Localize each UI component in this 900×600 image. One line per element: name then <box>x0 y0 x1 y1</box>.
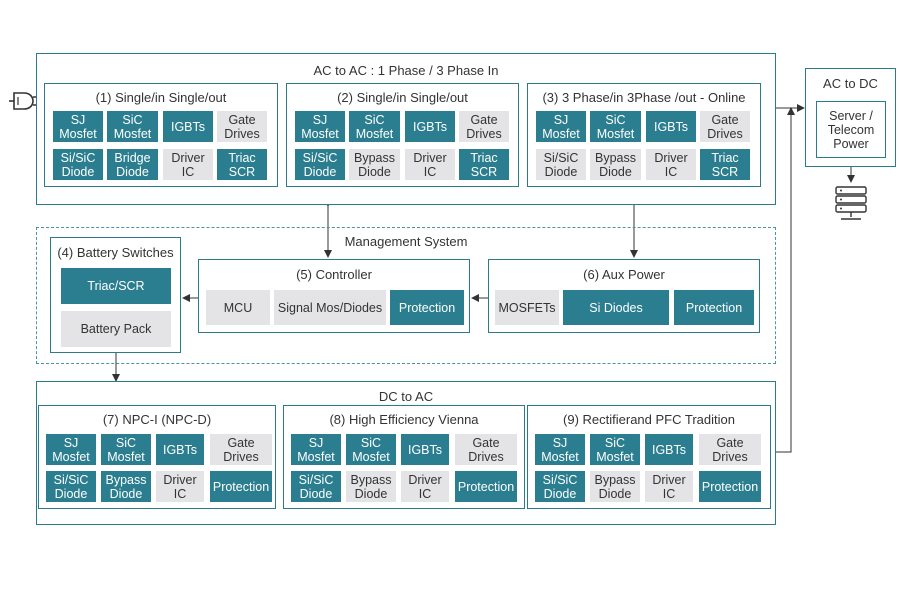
bypass-diode-chip: Bypass Diode <box>590 149 641 180</box>
bypass-diode-chip: Bypass Diode <box>590 471 640 502</box>
group-3: (3) 3 Phase/in 3Phase /out - Online SJ Mo… <box>527 83 761 187</box>
ac-to-dc-title: AC to DC <box>823 76 878 91</box>
si-diodes-chip: Si Diodes <box>563 290 669 325</box>
controller-group: (5) Controller MCU Signal Mos/Diodes Pro… <box>198 259 470 333</box>
si-sic-diode-chip: Si/SiC Diode <box>535 471 585 502</box>
management-system-section: Management System <box>36 227 776 364</box>
driver-ic-chip: Driver IC <box>405 149 455 180</box>
igbts-chip: IGBTs <box>156 434 204 465</box>
sj-mosfet-chip: SJ Mosfet <box>53 111 103 142</box>
bridge-diode-chip: Bridge Diode <box>107 149 158 180</box>
triac-scr-chip: Triac SCR <box>217 149 267 180</box>
aux-power-title: (6) Aux Power <box>583 267 665 282</box>
igbts-chip: IGBTs <box>405 111 455 142</box>
group-title: (7) NPC-I (NPC-D) <box>102 412 212 427</box>
group-title: (8) High Efficiency Vienna <box>329 412 479 427</box>
battery-pack-chip: Battery Pack <box>61 311 171 347</box>
controller-title: (5) Controller <box>296 267 372 282</box>
bypass-diode-chip: Bypass Diode <box>349 149 400 180</box>
sj-mosfet-chip: SJ Mosfet <box>536 111 586 142</box>
si-sic-diode-chip: Si/SiC Diode <box>295 149 345 180</box>
dc-to-ac-title: DC to AC <box>378 389 434 404</box>
triac-scr-chip: Triac SCR <box>700 149 750 180</box>
gate-drives-chip: Gate Drives <box>217 111 267 142</box>
igbts-chip: IGBTs <box>163 111 213 142</box>
si-sic-diode-chip: Si/SiC Diode <box>536 149 586 180</box>
triac-scr-chip: Triac/SCR <box>61 268 171 304</box>
battery-switches-group: (4) Battery Switches Triac/SCR Battery P… <box>50 237 181 353</box>
arrow-dcac-to-acdc <box>776 107 795 453</box>
group-title: (9) Rectifierand PFC Tradition <box>563 412 735 427</box>
protection-chip: Protection <box>674 290 754 325</box>
protection-chip: Protection <box>455 471 517 502</box>
group-title: (1) Single/in Single/out <box>95 90 227 105</box>
sic-mosfet-chip: SiC Mosfet <box>590 111 641 142</box>
driver-ic-chip: Driver IC <box>163 149 213 180</box>
ac-to-dc-section: AC to DC Server / Telecom Power <box>805 68 896 167</box>
gate-drives-chip: Gate Drives <box>459 111 509 142</box>
driver-ic-chip: Driver IC <box>156 471 204 502</box>
bypass-diode-chip: Bypass Diode <box>101 471 151 502</box>
gate-drives-chip: Gate Drives <box>700 111 750 142</box>
protection-chip: Protection <box>390 290 464 325</box>
gate-drives-chip: Gate Drives <box>455 434 517 465</box>
server-telecom-power-box: Server / Telecom Power <box>816 101 886 158</box>
driver-ic-chip: Driver IC <box>401 471 449 502</box>
sj-mosfet-chip: SJ Mosfet <box>295 111 345 142</box>
sj-mosfet-chip: SJ Mosfet <box>535 434 585 465</box>
si-sic-diode-chip: Si/SiC Diode <box>53 149 103 180</box>
gate-drives-chip: Gate Drives <box>210 434 272 465</box>
plug-icon <box>9 92 37 110</box>
group-title: (2) Single/in Single/out <box>337 90 468 105</box>
driver-ic-chip: Driver IC <box>646 149 696 180</box>
igbts-chip: IGBTs <box>645 434 693 465</box>
triac-scr-chip: Triac SCR <box>459 149 509 180</box>
management-system-title: Management System <box>344 234 468 249</box>
sic-mosfet-chip: SiC Mosfet <box>101 434 151 465</box>
aux-power-group: (6) Aux Power MOSFETs Si Diodes Protecti… <box>488 259 760 333</box>
sj-mosfet-chip: SJ Mosfet <box>291 434 341 465</box>
server-rack-icon <box>835 186 867 220</box>
driver-ic-chip: Driver IC <box>645 471 693 502</box>
si-sic-diode-chip: Si/SiC Diode <box>291 471 341 502</box>
bypass-diode-chip: Bypass Diode <box>346 471 396 502</box>
protection-chip: Protection <box>699 471 761 502</box>
sic-mosfet-chip: SiC Mosfet <box>346 434 396 465</box>
signal-mos-diodes-chip: Signal Mos/Diodes <box>274 290 386 325</box>
sic-mosfet-chip: SiC Mosfet <box>349 111 400 142</box>
sic-mosfet-chip: SiC Mosfet <box>107 111 158 142</box>
protection-chip: Protection <box>210 471 272 502</box>
sj-mosfet-chip: SJ Mosfet <box>46 434 96 465</box>
si-sic-diode-chip: Si/SiC Diode <box>46 471 96 502</box>
igbts-chip: IGBTs <box>401 434 449 465</box>
gate-drives-chip: Gate Drives <box>699 434 761 465</box>
ac-to-ac-title: AC to AC : 1 Phase / 3 Phase In <box>313 63 499 78</box>
sic-mosfet-chip: SiC Mosfet <box>590 434 640 465</box>
battery-switches-title: (4) Battery Switches <box>57 245 174 260</box>
mosfets-chip: MOSFETs <box>495 290 559 325</box>
igbts-chip: IGBTs <box>646 111 696 142</box>
group-title: (3) 3 Phase/in 3Phase /out - Online <box>542 90 746 105</box>
mcu-chip: MCU <box>206 290 270 325</box>
